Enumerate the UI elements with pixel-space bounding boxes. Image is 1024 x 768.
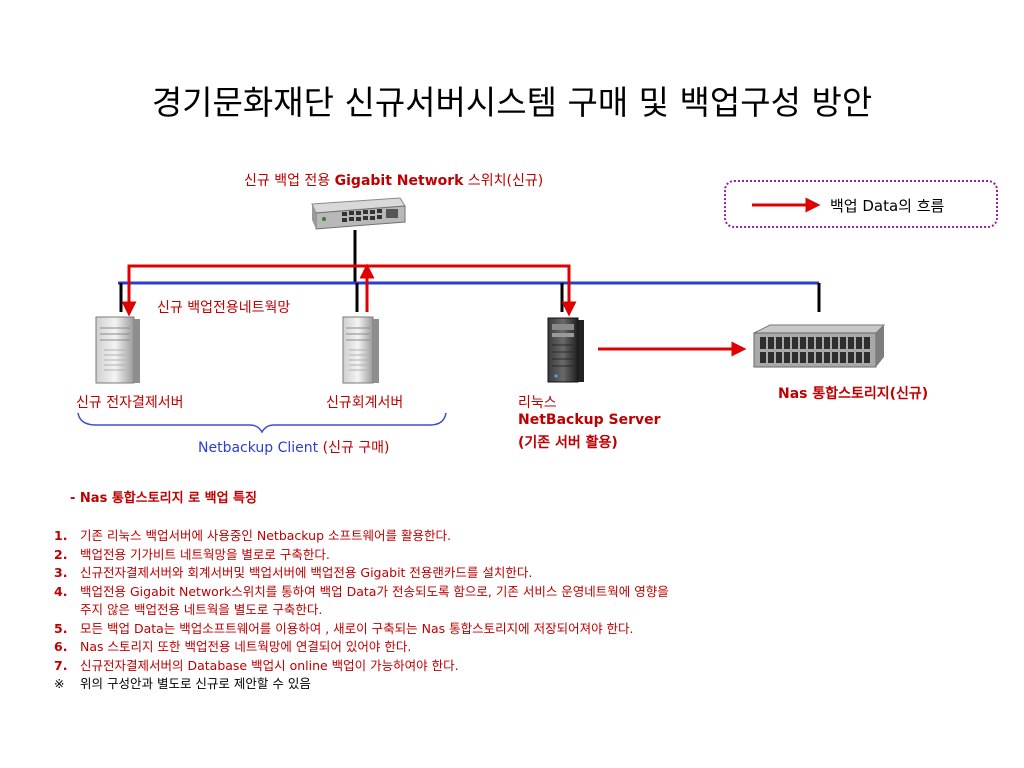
server1-tower-icon [95, 316, 140, 384]
client-group-label: Netbackup Client (신규 구매) [198, 437, 390, 457]
list-item: 5.모든 백업 Data는 백업소프트웨어를 이용하여 , 새로이 구축되는 N… [54, 620, 634, 636]
client-group-brace [77, 412, 447, 434]
server2-tower-icon [342, 316, 379, 384]
requirements-list: 1.기존 리눅스 백업서버에 사용중인 Netbackup 소프트웨어를 활용한… [54, 527, 669, 694]
server2-label: 신규회계서버 [326, 395, 404, 411]
nas-storage-icon [753, 324, 886, 368]
switch-label-bold: Gigabit Network [334, 173, 464, 189]
client-group-label-note: (신규 구매) [322, 440, 390, 456]
nas-label: Nas 통합스토리지(신규) [778, 386, 929, 402]
linux-label-3: (기존 서버 활용) [518, 435, 618, 451]
linux-server-icon [547, 317, 584, 383]
list-item: 1.기존 리눅스 백업서버에 사용중인 Netbackup 소프트웨어를 활용한… [54, 528, 451, 543]
server1-label: 신규 전자결제서버 [76, 395, 184, 411]
backup-network-label: 신규 백업전용네트웍망 [157, 300, 291, 316]
list-item: 6.Nas 스토리지 또한 백업전용 네트웍망에 연결되어 있어야 한다. [54, 639, 412, 654]
switch-label: 신규 백업 전용 Gigabit Network 스위치(신규) [244, 170, 543, 190]
gigabit-switch-icon [311, 197, 406, 230]
list-item: 7.신규전자결제서버의 Database 백업시 online 백업이 가능하여… [54, 657, 459, 673]
switch-label-suffix: 스위치(신규) [463, 173, 544, 189]
legend-text: 백업 Data의 흐름 [830, 197, 945, 215]
switch-label-prefix: 신규 백업 전용 [244, 173, 335, 189]
list-item: 3.신규전자결제서버와 회계서버및 백업서버에 백업전용 Gigabit 전용랜… [54, 565, 533, 580]
linux-label-2: NetBackup Server [518, 412, 661, 428]
features-title: - Nas 통합스토리지 로 백업 특징 [70, 491, 257, 506]
legend-box [724, 180, 998, 228]
list-item: 2.백업전용 기가비트 네트웍망을 별로로 구축한다. [54, 546, 330, 562]
flow-server1-to-linux [121, 264, 577, 317]
linux-label-1: 리눅스 [518, 395, 557, 411]
client-group-label-main: Netbackup Client [198, 440, 323, 456]
note-item: ※위의 구성안과 별도로 신규로 제안할 수 있음 [54, 676, 311, 691]
list-item: 4.백업전용 Gigabit Network스위치를 통하여 백업 Data가 … [54, 583, 669, 618]
page-title: 경기문화재단 신규서버시스템 구매 및 백업구성 방안 [151, 83, 873, 122]
